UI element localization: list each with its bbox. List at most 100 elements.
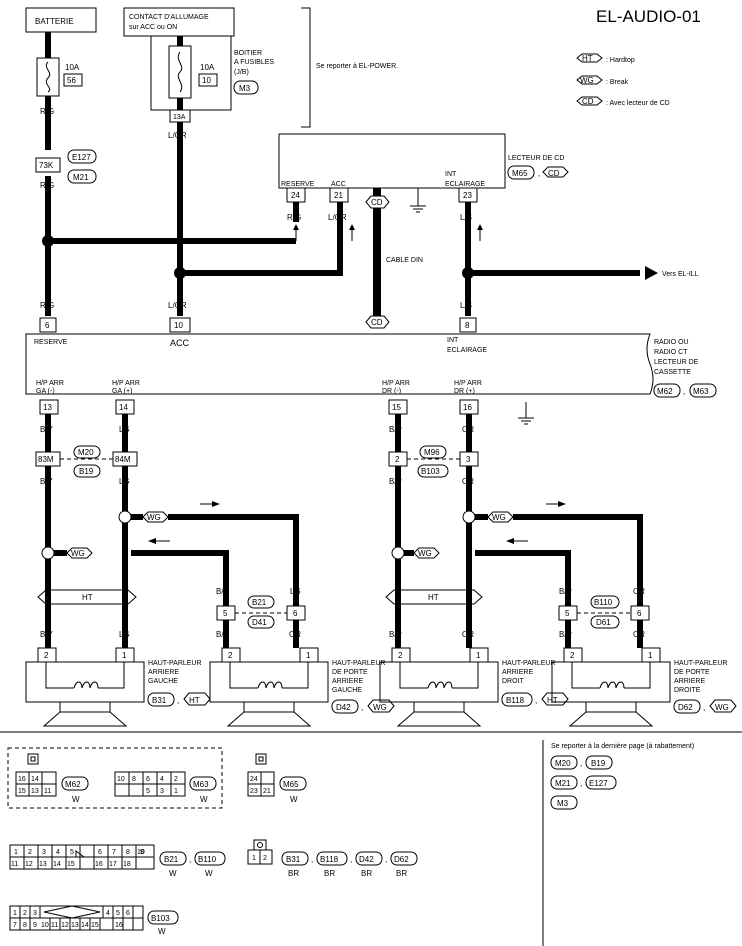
- boitier-label-2: A FUSIBLES: [234, 59, 274, 66]
- wire-rg-3: R/G: [40, 301, 54, 310]
- battery-label: BATTERIE: [35, 17, 74, 26]
- speaker-cone-icon: [226, 702, 312, 727]
- bottom-b31-label: B31: [286, 855, 301, 864]
- svg-text:9: 9: [33, 922, 37, 929]
- speaker-leads: [571, 662, 651, 689]
- bottom-b103-w: W: [158, 927, 166, 936]
- b19-label: B19: [79, 467, 94, 476]
- arrow-up-rg: [293, 224, 299, 230]
- arrow-right-or: [558, 501, 566, 507]
- ht-tag-right: [385, 589, 483, 605]
- arrow-up-lor: [349, 224, 355, 230]
- wg-junction-by: [41, 546, 55, 560]
- conn-14-label: 14: [119, 403, 128, 412]
- conn-8: [459, 317, 477, 333]
- ht-tag-right-label: HT: [428, 593, 439, 602]
- speaker-conn-2-label: 2: [570, 651, 575, 660]
- radio-reserve: RESERVE: [34, 339, 68, 346]
- svg-text:16: 16: [115, 922, 123, 929]
- bottom-m63-w: W: [200, 795, 208, 804]
- b110-tag: [590, 595, 620, 609]
- speaker-cone-icon: [396, 702, 482, 727]
- cd-int-2: ECLAIRAGE: [445, 181, 485, 188]
- ground-radio: [518, 402, 534, 425]
- svg-text:11: 11: [51, 922, 58, 929]
- svg-text:14: 14: [31, 776, 39, 783]
- svg-text:4: 4: [106, 910, 110, 917]
- wire-lg-4: LG: [119, 630, 130, 639]
- m63-tag: [689, 383, 717, 398]
- svg-text:5: 5: [116, 910, 120, 917]
- d41-label: D41: [252, 618, 267, 627]
- svg-text:4: 4: [160, 776, 164, 783]
- speaker-name-2: ARRIERE: [502, 669, 533, 676]
- conn-13a-label: 13A: [173, 114, 186, 121]
- wire-lor-1: L/OR: [168, 131, 187, 140]
- svg-text:1: 1: [252, 855, 256, 862]
- e127-tag: [67, 149, 97, 164]
- boitier-label-1: BOITIER: [234, 50, 262, 57]
- legend-cd-label: : Avec lecteur de CD: [606, 100, 670, 107]
- svg-text:8: 8: [132, 776, 136, 783]
- speaker-name-3: ARRIERE: [674, 678, 705, 685]
- cd-tag-top-label: CD: [371, 198, 383, 207]
- bottom-d42-br: BR: [361, 869, 372, 878]
- speaker-name-4: GAUCHE: [332, 687, 362, 694]
- speaker-code-sep: ,: [177, 696, 179, 705]
- speaker-conn-2-label: 2: [44, 651, 49, 660]
- speaker-leads: [229, 662, 309, 689]
- bottom-b31-br: BR: [288, 869, 299, 878]
- radio-acc: ACC: [170, 338, 190, 348]
- speaker-code-tag: [147, 692, 175, 707]
- b19-tag: [73, 464, 101, 478]
- svg-text:6: 6: [98, 849, 102, 856]
- svg-text:11: 11: [11, 861, 18, 868]
- wg-tag-bp-label: WG: [418, 549, 432, 558]
- ht-tag-left-label: HT: [82, 593, 93, 602]
- svg-text:23: 23: [250, 788, 258, 795]
- speaker-code-label: B118: [506, 696, 525, 705]
- arrow-left-by: [148, 538, 156, 544]
- cd-tag-label: CD: [548, 169, 560, 178]
- wire-lg-3: LG: [290, 587, 301, 596]
- cd-tag-bottom: [365, 315, 390, 329]
- m65-label: M65: [512, 169, 528, 178]
- fuse1-num: 56: [67, 76, 76, 85]
- ignition-label-1: CONTACT D'ALLUMAGE: [129, 14, 209, 21]
- wg-tag-by-label: WG: [71, 549, 85, 558]
- hp1-a: H/P ARR: [36, 380, 64, 387]
- bottom-b118-label: B118: [320, 855, 339, 864]
- conn-21-label: 21: [334, 191, 343, 200]
- speaker-code-tag: [501, 692, 533, 707]
- speaker-name-2: DE PORTE: [674, 669, 710, 676]
- wg-tag-or-label: WG: [492, 513, 506, 522]
- m20-tag: [73, 445, 101, 459]
- wire-by-2: B/Y: [40, 477, 54, 486]
- ref-codes: M20 , B19 M21 , E127 M3: [550, 755, 617, 810]
- vers-el-ill: Vers EL-ILL: [662, 271, 699, 278]
- svg-text:14: 14: [53, 861, 61, 868]
- svg-text:1: 1: [14, 849, 18, 856]
- conn-15-label: 15: [392, 403, 401, 412]
- cd-title: LECTEUR DE CD: [508, 155, 564, 162]
- speaker-code-label: D62: [678, 703, 693, 712]
- wg-junction-lg: [118, 510, 132, 524]
- svg-text:17: 17: [109, 861, 117, 868]
- svg-text:15: 15: [18, 788, 26, 795]
- hp3-b: DR (-): [382, 388, 401, 395]
- speaker-name-1: HAUT-PARLEUR: [674, 660, 728, 667]
- speaker-variant-tag: [367, 699, 395, 713]
- bottom-b31-comma: ,: [311, 855, 313, 864]
- speaker-housing: [551, 661, 671, 703]
- conn-8-label: 8: [465, 321, 470, 330]
- bottom-b21-comma: ,: [189, 855, 191, 864]
- arrow-up-lb: [477, 224, 483, 230]
- conn-84m-label: 84M: [115, 455, 131, 464]
- radio-label-3: LECTEUR DE: [654, 359, 699, 366]
- ref-e127: E127: [589, 779, 608, 788]
- legend-ht-tag: [576, 53, 603, 63]
- svg-text:7: 7: [112, 849, 116, 856]
- svg-text:3: 3: [42, 849, 46, 856]
